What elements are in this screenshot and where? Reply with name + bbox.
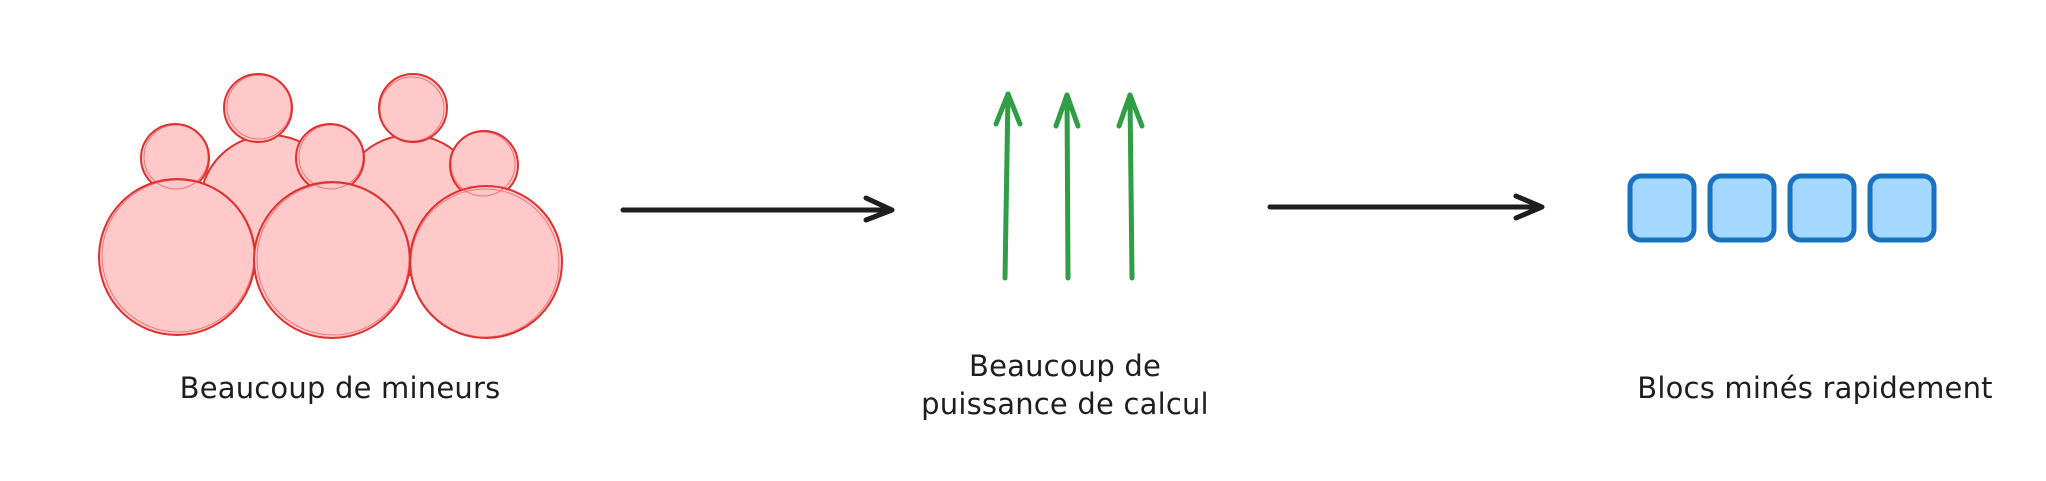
- label-power-line-2: puissance de calcul: [921, 387, 1209, 421]
- label-blocks: Blocs minés rapidement: [1637, 371, 1993, 405]
- power-arrows-icon: [993, 91, 1145, 281]
- block-square: [1627, 173, 1697, 243]
- miner-circle: [409, 185, 563, 339]
- up-arrow-icon: [1116, 92, 1145, 281]
- up-arrow-icon: [1053, 92, 1081, 281]
- block-square: [1707, 173, 1777, 243]
- block-square: [1787, 173, 1857, 243]
- label-miners: Beaucoup de mineurs: [179, 371, 501, 405]
- miner-circle: [223, 73, 293, 143]
- label-power-line-1: Beaucoup de: [968, 349, 1162, 383]
- miners-cluster: [98, 73, 563, 339]
- arrow-power-to-blocks-icon: [1267, 193, 1545, 221]
- label-power: Beaucoup de puissance de calcul: [900, 347, 1230, 423]
- up-arrow-icon: [993, 91, 1023, 281]
- miner-circle: [378, 73, 448, 143]
- blocks-icon: [1627, 173, 1937, 243]
- block-square: [1867, 173, 1937, 243]
- arrow-miners-to-power-icon: [620, 195, 895, 223]
